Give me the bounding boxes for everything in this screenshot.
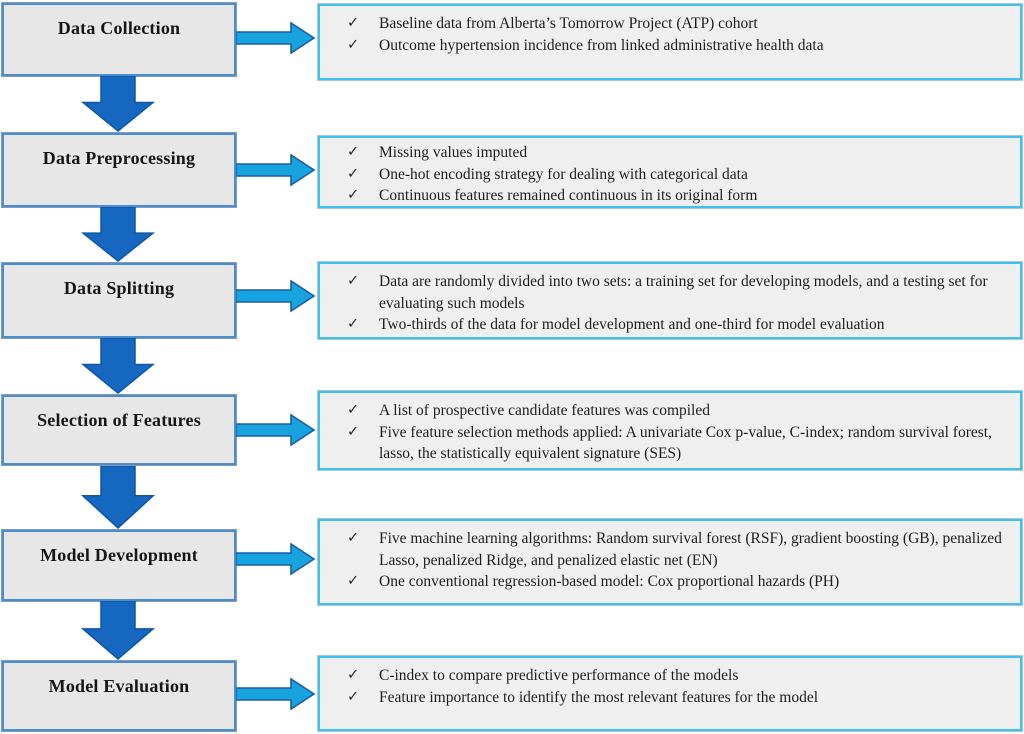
bullet-text: Data are randomly divided into two sets:… [379, 273, 988, 312]
detail-box-model-evaluation: ✓ C-index to compare predictive performan… [318, 656, 1022, 731]
stage-title: Data Splitting [63, 278, 175, 298]
checklist: ✓ Baseline data from Alberta’s Tomorrow P… [347, 13, 1010, 56]
stage-title: Data Collection [57, 18, 181, 38]
check-icon: ✓ [347, 165, 360, 182]
stage-box-data-preprocessing: Data Preprocessing [2, 133, 236, 207]
bullet-text: A list of prospective candidate features… [379, 402, 710, 419]
checklist: ✓ A list of prospective candidate feature… [347, 400, 1010, 465]
down-arrow-icon [80, 466, 156, 529]
bullet-text: One conventional regression-based model:… [379, 573, 840, 590]
detail-box-model-development: ✓ Five machine learning algorithms: Rando… [318, 519, 1022, 605]
list-item: ✓ Continuous features remained continuous… [347, 185, 1010, 206]
stage-box-model-development: Model Development [2, 530, 236, 601]
detail-box-data-preprocessing: ✓ Missing values imputed ✓ One-hot encodin… [318, 136, 1022, 208]
checklist: ✓ C-index to compare predictive performan… [347, 665, 1010, 708]
stage-title: Model Evaluation [48, 676, 190, 696]
checklist: ✓ Data are randomly divided into two sets… [347, 271, 1010, 336]
check-icon: ✓ [347, 187, 360, 203]
check-icon: ✓ [347, 273, 360, 289]
list-item: ✓ Five feature selection methods applied:… [347, 422, 1010, 465]
bullet-text: Missing values imputed [379, 144, 528, 161]
bullet-text: Two-thirds of the data for model develop… [379, 316, 885, 333]
checklist: ✓ Five machine learning algorithms: Rando… [347, 528, 1010, 593]
list-item: ✓ Missing values imputed [347, 142, 1010, 164]
detail-box-selection-of-features: ✓ A list of prospective candidate feature… [318, 391, 1022, 470]
detail-box-data-splitting: ✓ Data are randomly divided into two sets… [318, 262, 1022, 339]
check-icon: ✓ [347, 316, 360, 332]
list-item: ✓ Data are randomly divided into two sets… [347, 271, 1010, 314]
right-arrow-icon [236, 153, 316, 187]
check-icon: ✓ [347, 688, 360, 705]
check-icon: ✓ [347, 402, 360, 418]
bullet-text: Five feature selection methods applied: … [379, 423, 992, 463]
right-arrow-icon [236, 542, 316, 576]
stage-box-data-splitting: Data Splitting [2, 263, 236, 338]
right-arrow-icon [236, 21, 316, 55]
right-arrow-icon [236, 677, 316, 711]
checklist: ✓ Missing values imputed ✓ One-hot encodin… [347, 142, 1010, 206]
list-item: ✓ One-hot encoding strategy for dealing w… [347, 164, 1010, 186]
down-arrow-icon [80, 207, 156, 262]
stage-title: Data Preprocessing [42, 148, 196, 168]
right-arrow-icon [236, 279, 316, 313]
bullet-text: Five machine learning algorithms: Random… [379, 530, 1002, 569]
check-icon: ✓ [347, 36, 360, 53]
detail-box-data-collection: ✓ Baseline data from Alberta’s Tomorrow P… [318, 4, 1022, 80]
down-arrow-icon [80, 76, 156, 132]
stage-title: Selection of Features [37, 410, 201, 430]
check-icon: ✓ [347, 144, 360, 160]
list-item: ✓ Five machine learning algorithms: Rando… [347, 528, 1010, 571]
list-item: ✓ Two-thirds of the data for model develo… [347, 314, 1010, 336]
list-item: ✓ Baseline data from Alberta’s Tomorrow P… [347, 13, 1010, 35]
list-item: ✓ Feature importance to identify the most… [347, 687, 1010, 709]
bullet-text: One-hot encoding strategy for dealing wi… [379, 165, 748, 183]
stage-title: Model Development [40, 545, 198, 565]
stage-box-model-evaluation: Model Evaluation [2, 661, 236, 731]
bullet-text: Feature importance to identify the most … [379, 688, 819, 706]
bullet-text: C-index to compare predictive performanc… [379, 667, 739, 684]
check-icon: ✓ [347, 530, 360, 546]
check-icon: ✓ [347, 423, 360, 440]
list-item: ✓ C-index to compare predictive performan… [347, 665, 1010, 687]
bullet-text: Continuous features remained continuous … [379, 187, 758, 204]
bullet-text: Baseline data from Alberta’s Tomorrow Pr… [379, 15, 758, 32]
stage-box-data-collection: Data Collection [2, 3, 236, 76]
check-icon: ✓ [347, 15, 360, 31]
down-arrow-icon [80, 601, 156, 660]
list-item: ✓ A list of prospective candidate feature… [347, 400, 1010, 422]
list-item: ✓ Outcome hypertension incidence from lin… [347, 35, 1010, 57]
check-icon: ✓ [347, 667, 360, 683]
right-arrow-icon [236, 413, 316, 447]
check-icon: ✓ [347, 573, 360, 589]
bullet-text: Outcome hypertension incidence from link… [379, 36, 824, 54]
list-item: ✓ One conventional regression-based model… [347, 571, 1010, 593]
stage-box-selection-of-features: Selection of Features [2, 395, 236, 465]
down-arrow-icon [80, 338, 156, 394]
